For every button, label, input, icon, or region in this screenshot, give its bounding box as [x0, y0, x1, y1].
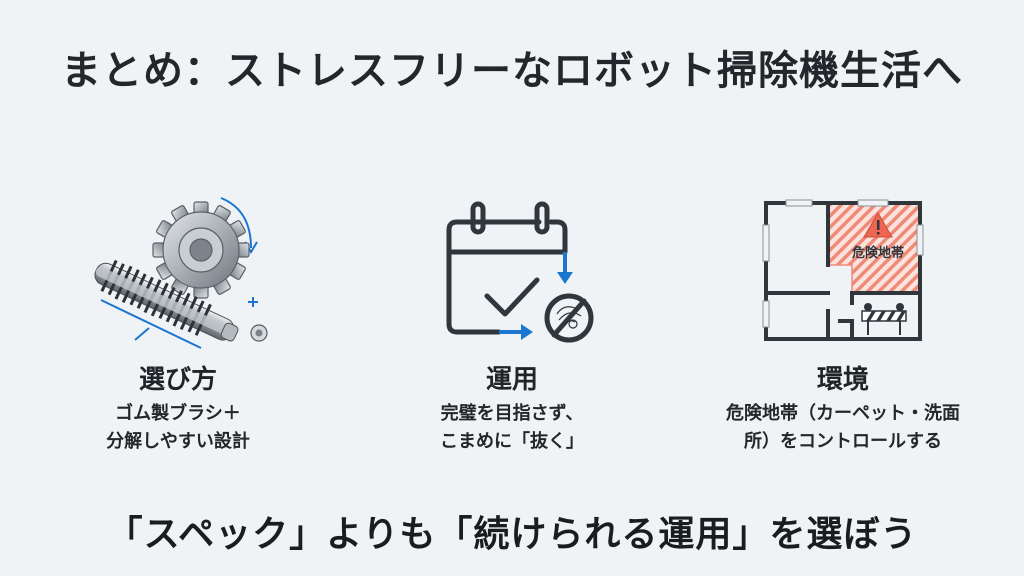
column-description: 完璧を目指さず、 こまめに「抜く」	[362, 400, 662, 456]
column-description: 危険地帯（カーペット・洗面 所）をコントロールする	[693, 400, 993, 456]
description-line: こまめに「抜く」	[440, 431, 584, 452]
column-heading: 選び方	[138, 365, 217, 395]
column-heading: 環境	[816, 365, 869, 395]
column-selection: 選び方 ゴム製ブラシ＋ 分解しやすい設計	[28, 190, 328, 456]
floor-plan-danger-icon: 危険地帯	[693, 190, 993, 350]
column-description: ゴム製ブラシ＋ 分解しやすい設計	[28, 400, 328, 456]
column-operation: 運用 完璧を目指さず、 こまめに「抜く」	[362, 190, 662, 456]
danger-zone-label: 危険地帯	[852, 245, 904, 261]
description-line: 所）をコントロールする	[744, 431, 942, 452]
description-line: 危険地帯（カーペット・洗面	[726, 403, 960, 424]
slide-title: まとめ：ストレスフリーなロボット掃除機生活へ	[61, 48, 963, 94]
column-environment: 危険地帯 環境 危険地帯（カーペッ	[693, 190, 993, 456]
column-heading: 運用	[485, 365, 538, 395]
description-line: 分解しやすい設計	[106, 431, 250, 452]
description-line: 完璧を目指さず、	[440, 403, 584, 424]
footer-message: 「スペック」よりも「続けられる運用」を選ぼう	[106, 514, 918, 555]
brush-gear-icon	[28, 190, 328, 350]
calendar-check-icon	[362, 190, 662, 350]
description-line: ゴム製ブラシ＋	[115, 403, 241, 424]
